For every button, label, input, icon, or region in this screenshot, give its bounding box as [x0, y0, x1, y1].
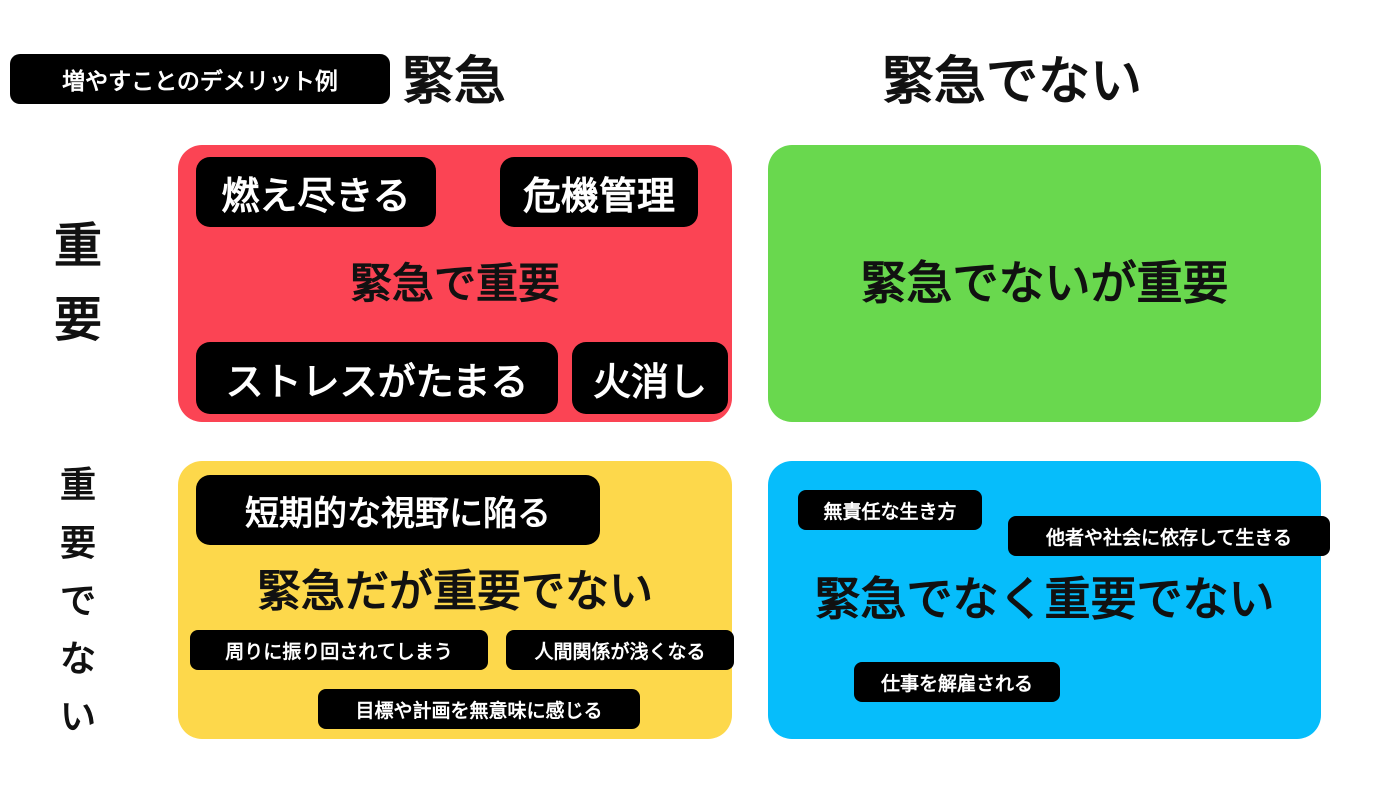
row-header-not-important-char: な: [59, 639, 96, 680]
tag-fired: 仕事を解雇される: [854, 662, 1060, 702]
tag-pushed-around: 周りに振り回されてしまう: [190, 630, 488, 670]
row-header-not-important-char: 重: [59, 465, 96, 506]
quadrant-title-urgent-important: 緊急で重要: [349, 259, 560, 308]
row-header-not-important-char: い: [59, 697, 96, 738]
tag-goals-meaningless: 目標や計画を無意味に感じる: [318, 689, 640, 729]
tag-stress: ストレスがたまる: [196, 342, 558, 414]
tag-crisis-management: 危機管理: [500, 157, 698, 227]
row-header-important-char: 要: [53, 292, 102, 348]
tag-shallow-relationships: 人間関係が浅くなる: [506, 630, 734, 670]
row-header-important: 重 要: [50, 222, 106, 344]
row-header-important-char: 重: [53, 218, 102, 274]
row-header-not-important-char: 要: [59, 523, 96, 564]
row-header-not-important: 重 要 で な い: [55, 468, 101, 736]
column-header-urgent: 緊急: [402, 52, 507, 112]
column-header-not-urgent: 緊急でない: [882, 52, 1143, 112]
quadrant-not-urgent-important: [768, 145, 1321, 422]
row-header-not-important-char: で: [59, 581, 96, 622]
quadrant-title-not-urgent-not-important: 緊急でなく重要でない: [814, 572, 1275, 626]
quadrant-title-not-urgent-important: 緊急でないが重要: [860, 256, 1229, 310]
tag-burnout: 燃え尽きる: [196, 157, 436, 227]
tag-irresponsible-life: 無責任な生き方: [798, 490, 982, 530]
tag-dependent-on-others: 他者や社会に依存して生きる: [1008, 516, 1330, 556]
tag-firefighting: 火消し: [572, 342, 728, 414]
quadrant-title-urgent-not-important: 緊急だが重要でない: [257, 566, 653, 617]
diagram-title-tag: 増やすことのデメリット例: [10, 54, 390, 104]
tag-short-term-view: 短期的な視野に陥る: [196, 475, 600, 545]
